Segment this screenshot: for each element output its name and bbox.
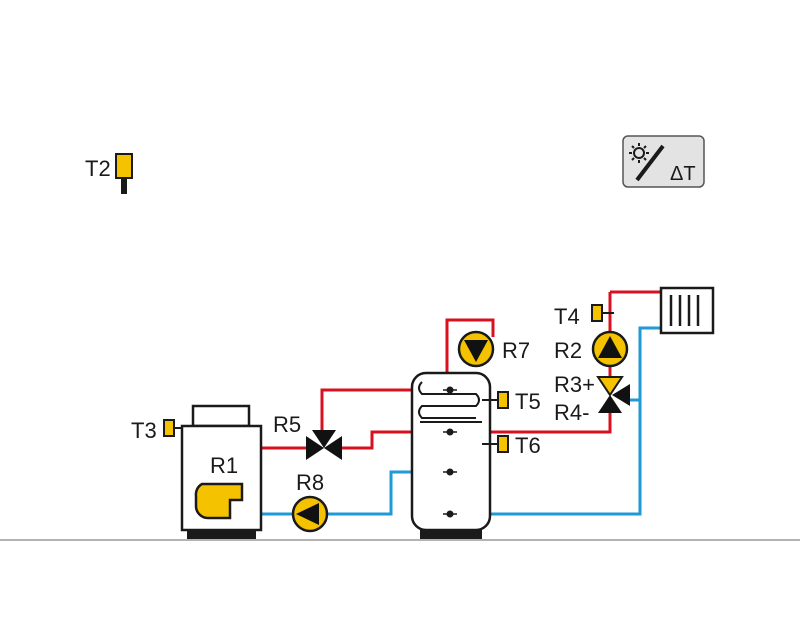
label-t3: T3 <box>131 418 157 443</box>
pump-r8 <box>291 495 329 533</box>
storage-tank <box>410 371 492 539</box>
label-t6: T6 <box>515 433 541 458</box>
label-r2: R2 <box>554 338 582 363</box>
solar-controller: ΔT <box>622 135 705 188</box>
radiator <box>659 286 715 335</box>
mixing-valve-r5 <box>306 430 342 460</box>
sensor-t2 <box>115 153 133 194</box>
label-t2: T2 <box>85 156 111 181</box>
label-r1: R1 <box>210 453 238 478</box>
sensor-t5 <box>482 391 509 409</box>
sun-collector-icon <box>629 143 665 182</box>
burner-fan-icon <box>194 482 244 520</box>
sensor-t6 <box>482 435 509 453</box>
label-r8: R8 <box>296 470 324 495</box>
sensor-t3 <box>163 419 182 437</box>
label-r3: R3+ <box>554 372 595 397</box>
label-t5: T5 <box>515 389 541 414</box>
boiler-r1 <box>180 404 263 539</box>
delta-t-symbol: ΔT <box>670 163 696 185</box>
mixing-valve-r3-r4 <box>596 376 630 413</box>
tank-connection-points <box>443 386 457 518</box>
sensor-t4 <box>591 304 614 322</box>
pump-r2 <box>591 330 629 368</box>
label-r4: R4- <box>554 400 589 425</box>
label-t4: T4 <box>554 304 580 329</box>
label-r7: R7 <box>502 338 530 363</box>
label-r5: R5 <box>273 412 301 437</box>
pump-r7 <box>457 330 495 368</box>
